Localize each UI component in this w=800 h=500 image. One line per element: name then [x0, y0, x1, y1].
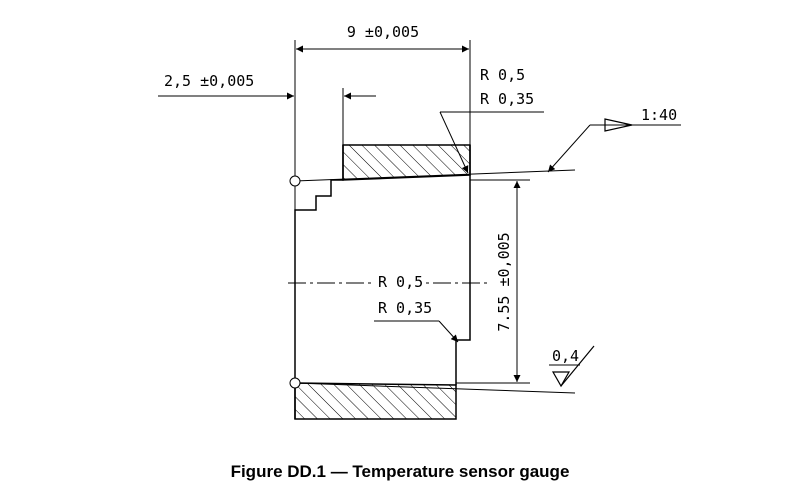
- taper-symbol: [604, 118, 633, 132]
- technical-drawing: 9 ±0,005 2,5 ±0,005 R 0,5 R 0,35 1:40 7.…: [158, 23, 681, 420]
- taper-label: 1:40: [641, 106, 677, 124]
- taper-line-top: [294, 169, 576, 182]
- dimension-step-label: 2,5 ±0,005: [164, 72, 254, 90]
- hatched-section-bottom: [294, 382, 457, 420]
- taper-point-bottom: [289, 377, 301, 389]
- roughness-symbol: [551, 371, 571, 388]
- gauge-profile-right: [455, 145, 471, 385]
- radius-top-a: R 0,5: [480, 66, 525, 84]
- taper-line-bottom: [294, 382, 576, 394]
- radius-top-b: R 0,35: [480, 90, 534, 108]
- figure-caption: Figure DD.1 — Temperature sensor gauge: [230, 462, 570, 481]
- taper-point-top: [289, 175, 301, 187]
- radius-mid-leader: [438, 320, 459, 343]
- radius-mid-b: R 0,35: [378, 299, 432, 317]
- dimension-width-label: 9 ±0,005: [347, 23, 419, 41]
- roughness-label: 0,4: [552, 347, 579, 365]
- taper-leader: [547, 124, 591, 173]
- roughness-symbol-tail: [560, 345, 595, 387]
- radius-mid-a: R 0,5: [378, 273, 423, 291]
- dimension-height-label: 7.55 ±0,005: [495, 232, 513, 331]
- radius-top-leader: [439, 111, 469, 174]
- radius-mid-label-bg: [373, 270, 421, 288]
- gauge-profile: [294, 145, 344, 419]
